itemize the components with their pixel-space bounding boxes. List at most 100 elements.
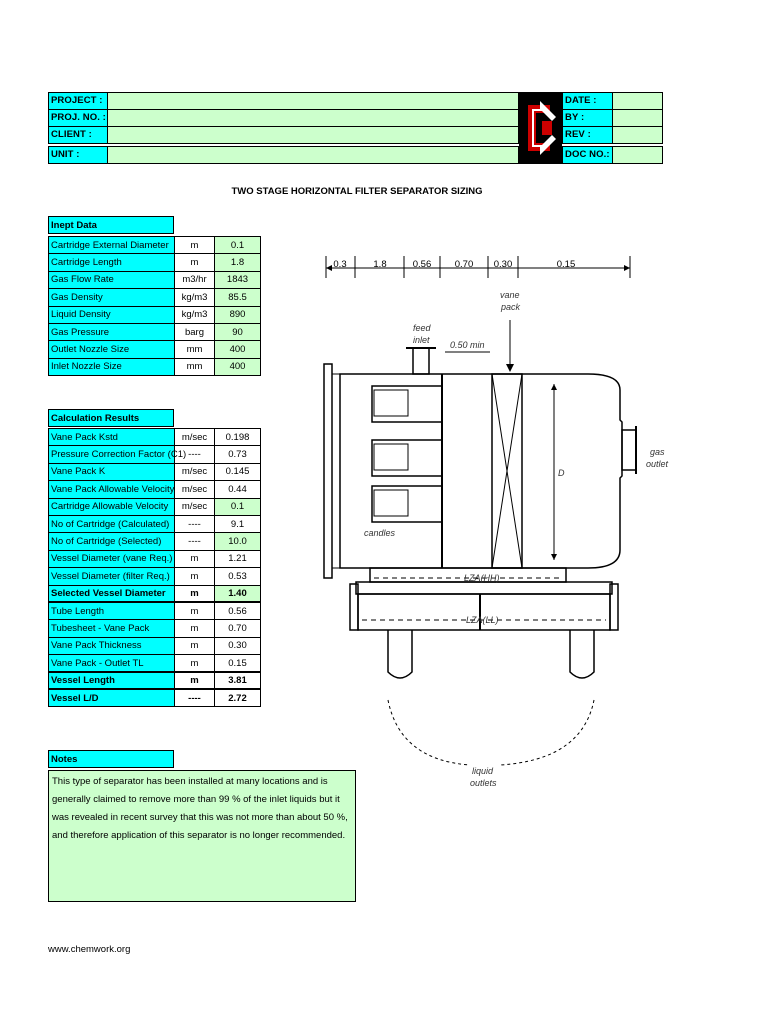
table-row: Pressure Correction Factor (C1)----0.73 bbox=[48, 445, 261, 464]
row-value[interactable]: 0.53 bbox=[214, 567, 261, 586]
row-value[interactable]: 0.145 bbox=[214, 462, 261, 482]
date-label: DATE : bbox=[562, 92, 613, 110]
row-value[interactable]: 400 bbox=[214, 357, 261, 377]
row-value[interactable]: 1843 bbox=[214, 270, 261, 290]
client-field[interactable] bbox=[107, 126, 519, 144]
gas-label: gas bbox=[650, 447, 665, 457]
pack-label: pack bbox=[500, 302, 521, 312]
row-value[interactable]: 0.15 bbox=[214, 654, 261, 673]
outlet-label: outlet bbox=[646, 459, 669, 469]
date-field[interactable] bbox=[612, 92, 663, 110]
row-label: Pressure Correction Factor (C1) bbox=[48, 445, 186, 464]
vane-label: vane bbox=[500, 290, 520, 300]
row-unit: ---- bbox=[174, 688, 215, 708]
diameter-label: D bbox=[558, 468, 565, 478]
row-value[interactable]: 2.72 bbox=[214, 688, 261, 708]
row-value[interactable]: 1.40 bbox=[214, 584, 261, 604]
notes-heading: Notes bbox=[48, 750, 174, 768]
inlet-label: inlet bbox=[413, 335, 430, 345]
row-label: Gas Flow Rate bbox=[48, 270, 175, 290]
dim-3: 0.56 bbox=[413, 259, 432, 270]
row-unit: m bbox=[174, 567, 215, 586]
unit-field[interactable] bbox=[107, 146, 519, 164]
by-label: BY : bbox=[562, 109, 613, 127]
row-label: Cartridge Length bbox=[48, 253, 175, 272]
dim-4: 0.70 bbox=[455, 259, 474, 270]
row-unit: barg bbox=[174, 322, 215, 342]
project-field[interactable] bbox=[107, 92, 519, 110]
dim-2: 1.8 bbox=[373, 259, 386, 270]
proj-no-field[interactable] bbox=[107, 109, 519, 127]
row-value[interactable]: 1.8 bbox=[214, 253, 261, 272]
by-field[interactable] bbox=[612, 109, 663, 127]
row-label: Vessel Diameter (filter Req.) bbox=[48, 567, 175, 586]
row-label: Vane Pack K bbox=[48, 462, 175, 482]
proj-no-label: PROJ. NO. : bbox=[48, 109, 108, 127]
min-distance-label: 0.50 min bbox=[450, 340, 485, 350]
row-label: Gas Pressure bbox=[48, 322, 175, 342]
row-value[interactable]: 3.81 bbox=[214, 671, 261, 691]
footer-url[interactable]: www.chemwork.org bbox=[48, 944, 131, 955]
table-row: No of Cartridge (Calculated)----9.1 bbox=[48, 514, 261, 534]
row-value[interactable]: 0.1 bbox=[214, 497, 261, 516]
row-label: Vane Pack Thickness bbox=[48, 636, 175, 656]
rev-label: REV : bbox=[562, 126, 613, 144]
dim-5: 0.30 bbox=[494, 259, 513, 270]
row-label: Liquid Density bbox=[48, 305, 175, 324]
row-value[interactable]: 1.21 bbox=[214, 549, 261, 569]
row-value[interactable]: 0.44 bbox=[214, 480, 261, 499]
doc-no-label: DOC NO.: bbox=[562, 146, 613, 164]
row-value[interactable]: 400 bbox=[214, 340, 261, 359]
row-value[interactable]: 0.56 bbox=[214, 601, 261, 621]
row-label: Vane Pack - Outlet TL bbox=[48, 654, 175, 673]
notes-text: This type of separator has been installe… bbox=[48, 770, 356, 902]
row-label: Vane Pack Kstd bbox=[48, 427, 175, 447]
lza-ll-label: LZA(LL) bbox=[466, 615, 499, 625]
row-value[interactable]: 9.1 bbox=[214, 514, 261, 534]
row-label: Vessel Length bbox=[48, 671, 175, 691]
row-value[interactable]: 90 bbox=[214, 322, 261, 342]
row-label: Tubesheet - Vane Pack bbox=[48, 619, 175, 638]
row-label: Inlet Nozzle Size bbox=[48, 357, 175, 377]
row-label: Vane Pack Allowable Velocity bbox=[48, 480, 175, 499]
row-value[interactable]: 10.0 bbox=[214, 532, 261, 551]
row-unit: m bbox=[174, 654, 215, 673]
row-label: Vessel L/D bbox=[48, 688, 175, 708]
row-value[interactable]: 0.73 bbox=[214, 445, 261, 464]
row-value[interactable]: 85.5 bbox=[214, 288, 261, 307]
input-heading: Inept Data bbox=[48, 216, 174, 234]
row-value[interactable]: 0.30 bbox=[214, 636, 261, 656]
row-value[interactable]: 0.198 bbox=[214, 427, 261, 447]
row-value[interactable]: 0.70 bbox=[214, 619, 261, 638]
row-unit: m bbox=[174, 636, 215, 656]
doc-no-field[interactable] bbox=[612, 146, 663, 164]
page-title: TWO STAGE HORIZONTAL FILTER SEPARATOR SI… bbox=[231, 186, 483, 197]
row-label: Cartridge External Diameter bbox=[48, 235, 175, 255]
project-label: PROJECT : bbox=[48, 92, 108, 110]
row-unit: m3/hr bbox=[174, 270, 215, 290]
row-value[interactable]: 0.1 bbox=[214, 235, 261, 255]
row-unit: m/sec bbox=[174, 462, 215, 482]
row-label: No of Cartridge (Calculated) bbox=[48, 514, 175, 534]
row-label: Cartridge Allowable Velocity bbox=[48, 497, 175, 516]
row-unit: m bbox=[174, 671, 215, 691]
row-label: No of Cartridge (Selected) bbox=[48, 532, 175, 551]
table-row: Vessel L/D----2.72 bbox=[48, 688, 261, 708]
rev-field[interactable] bbox=[612, 126, 663, 144]
row-label: Tube Length bbox=[48, 601, 175, 621]
row-value[interactable]: 890 bbox=[214, 305, 261, 324]
row-unit: m bbox=[174, 253, 215, 272]
